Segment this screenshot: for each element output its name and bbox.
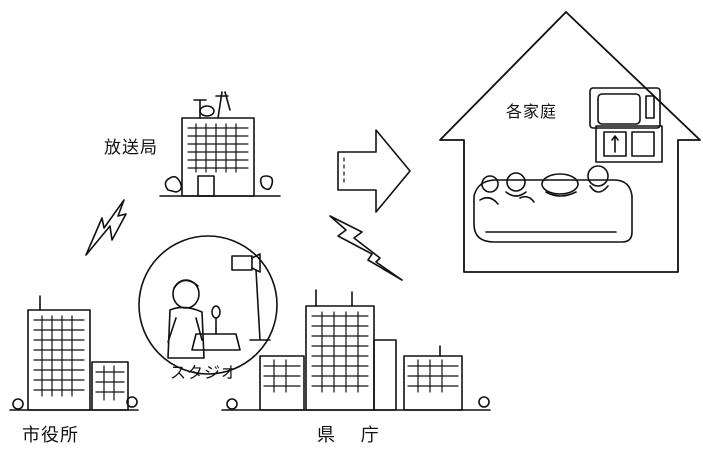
flow-arrow-icon [338,130,410,212]
studio-camera-icon [232,254,270,340]
studio-label: スタジオ [170,363,239,382]
microphone-icon [192,306,240,350]
radio-signal-left-icon [86,200,126,255]
broadcast-station-label: 放送局 [104,138,158,158]
television-icon [590,88,662,162]
prefectural-office-label: 県 庁 [317,425,389,446]
city-hall-label: 市役所 [22,425,79,446]
radio-signal-right-icon [330,216,402,280]
prefectural-office-buildings [222,290,490,410]
broadcast-station-building [160,92,280,196]
house-outline [440,12,700,272]
studio-circle [139,236,277,374]
city-hall-buildings [10,296,138,410]
each-home-label: 各家庭 [506,102,558,121]
announcer-figure [168,280,204,358]
family-on-sofa [474,166,632,242]
